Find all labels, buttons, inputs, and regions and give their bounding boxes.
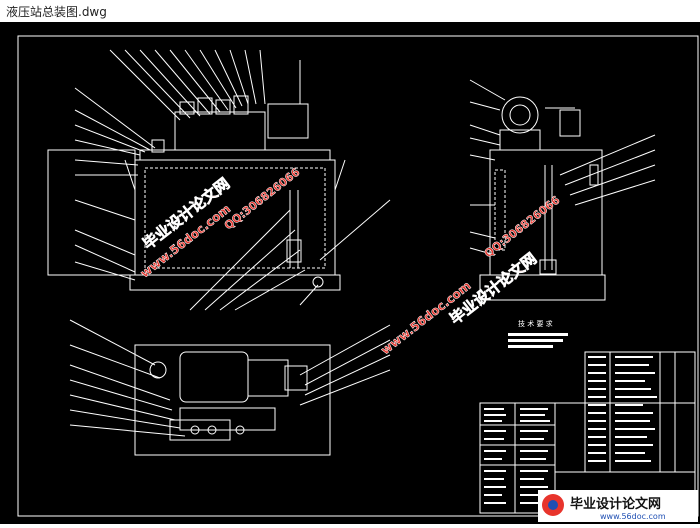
side-motor [501, 96, 539, 134]
sheet-border [17, 35, 699, 517]
front-view [47, 49, 391, 311]
tank-base [129, 274, 341, 291]
site-logo: 毕业设计论文网 www.56doc.com [538, 490, 698, 522]
title-block-text [484, 408, 550, 504]
tech-requirements-title: 技 术 要 求 [518, 319, 553, 328]
top-plate [134, 344, 331, 456]
top-view [69, 319, 391, 456]
drawing-sheet: 技 术 要 求 [17, 35, 699, 522]
valve-manifold [174, 111, 266, 151]
top-motor [179, 351, 249, 403]
logo-url: www.56doc.com [600, 512, 666, 521]
watermark-5: QQ:306826066 [482, 193, 563, 261]
file-title: 液压站总装图.dwg [6, 5, 107, 19]
watermark-qq-2: QQ:306826066 [482, 193, 563, 260]
parts-list-rows [588, 356, 657, 462]
title-bar: 液压站总装图.dwg [0, 0, 700, 23]
motor [267, 103, 309, 139]
cad-canvas[interactable]: 技 术 要 求 [0, 22, 700, 524]
side-view [469, 79, 656, 301]
logo-site-name: 毕业设计论文网 [570, 496, 661, 512]
tech-requirements: 技 术 要 求 [508, 319, 568, 348]
